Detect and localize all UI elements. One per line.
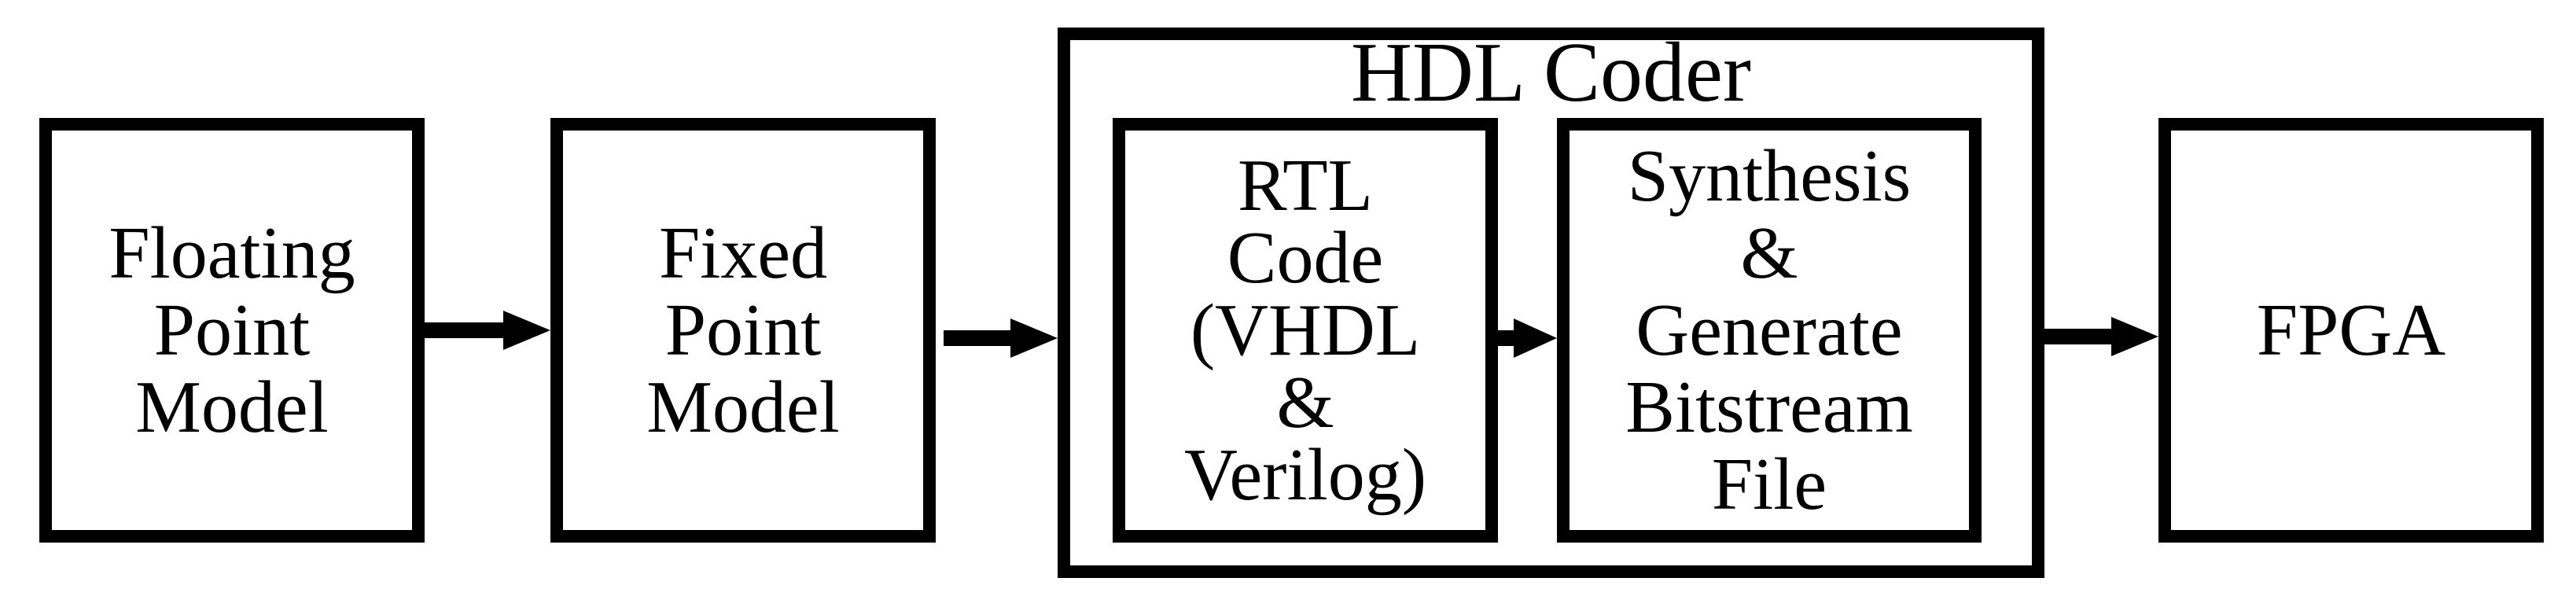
arrow-float-to-fixed <box>425 311 550 350</box>
synthesis-line-3: Generate <box>1636 289 1903 371</box>
synthesis-label: Synthesis & Generate Bitstream File <box>1570 131 1969 530</box>
fpga-line-1: FPGA <box>2256 289 2446 371</box>
fixed-point-line-2: Point <box>664 289 822 371</box>
fixed-point-model-block: Fixed Point Model <box>550 118 936 543</box>
floating-point-line-3: Model <box>135 366 329 448</box>
floating-point-line-1: Floating <box>109 212 355 294</box>
fixed-point-model-label: Fixed Point Model <box>563 131 923 530</box>
fixed-point-line-3: Model <box>646 366 840 448</box>
hdl-coder-title: HDL Coder <box>1351 26 1751 120</box>
synthesis-line-1: Synthesis <box>1627 135 1912 217</box>
synthesis-line-4: Bitstream <box>1625 366 1913 448</box>
synthesis-line-2: & <box>1740 212 1798 294</box>
rtl-line-3: (VHDL <box>1190 289 1421 371</box>
rtl-line-4: & <box>1276 362 1334 444</box>
rtl-line-2: Code <box>1227 217 1384 299</box>
fpga-block: FPGA <box>2158 118 2544 543</box>
synthesis-block: Synthesis & Generate Bitstream File <box>1557 118 1982 543</box>
synthesis-line-5: File <box>1711 444 1827 525</box>
rtl-line-5: Verilog) <box>1183 434 1427 516</box>
floating-point-line-2: Point <box>153 289 311 371</box>
rtl-line-1: RTL <box>1238 145 1373 226</box>
rtl-code-block: RTL Code (VHDL & Verilog) <box>1113 118 1498 543</box>
floating-point-model-label: Floating Point Model <box>52 131 412 530</box>
fpga-label: FPGA <box>2171 131 2531 530</box>
fixed-point-line-1: Fixed <box>658 212 828 294</box>
rtl-code-label: RTL Code (VHDL & Verilog) <box>1125 131 1485 530</box>
arrow-hdl-to-fpga <box>2044 317 2158 356</box>
arrow-fixed-to-hdl <box>944 318 1058 358</box>
floating-point-model-block: Floating Point Model <box>39 118 425 543</box>
